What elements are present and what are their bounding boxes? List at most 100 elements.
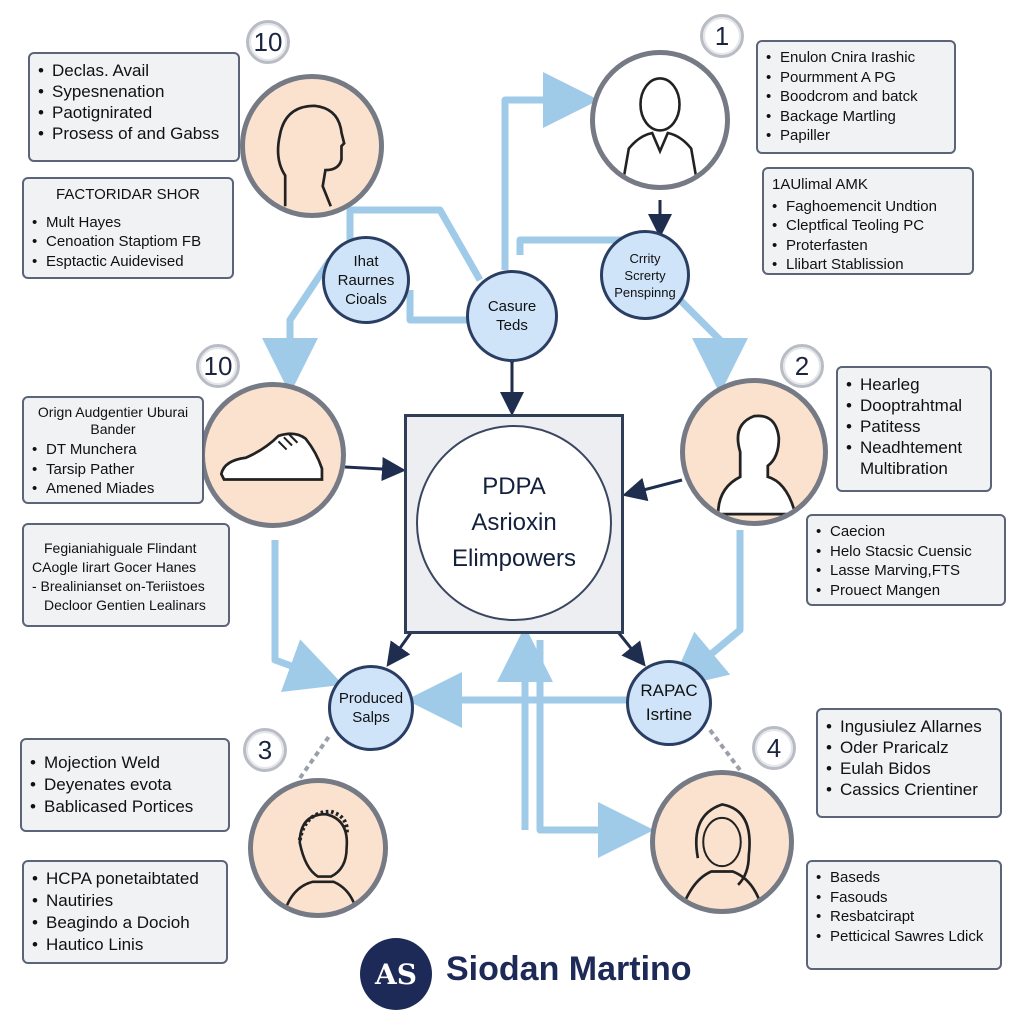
dashed-arrow	[298, 733, 332, 780]
bullet-item: Dooptrahtmal	[846, 395, 982, 416]
hub-label: Casure Teds	[487, 298, 537, 334]
bullet-item: Baseds	[816, 868, 992, 888]
avatar-mid-right	[680, 378, 828, 526]
bullet-item: Proterfasten	[772, 236, 964, 256]
person-suit-icon	[622, 77, 698, 179]
bullet-item: Backage Martling	[766, 107, 946, 127]
bullet-item: Tarsip Pather	[32, 460, 194, 480]
info-box-mid-left-b: Fegianiahiguale Flindant CAogle Iirart G…	[22, 523, 230, 627]
bullet-list: Mojection Weld Deyenates evota Bablicase…	[30, 752, 220, 818]
avatar-top-left	[240, 74, 384, 218]
info-box-top-right-a: Enulon Cnira Irashic Pourmment A PG Bood…	[756, 40, 956, 154]
bullet-list: Hearleg Dooptrahtmal Patitess Neadhtemen…	[846, 374, 982, 479]
bullet-item: Llibart Stablission	[772, 255, 964, 275]
light-arrow	[271, 540, 344, 692]
hub-top-right[interactable]: Crrity Screrty Penspinng	[600, 230, 690, 320]
bullet-item: Resbatcirapt	[816, 907, 992, 927]
hub-bottom-right[interactable]: RAPAC Isrtine	[626, 660, 712, 746]
bullet-item: Amened Miades	[32, 479, 194, 499]
bullet-list: Mult Hayes Cenoation Staptiom FB Esptact…	[32, 213, 224, 272]
avatar-top-right	[590, 50, 730, 190]
bullet-item: Sypesnenation	[38, 81, 230, 102]
light-arrow	[677, 297, 748, 394]
light-arrow	[262, 258, 333, 394]
bullet-item: DT Munchera	[32, 440, 194, 460]
brand-name: Siodan Martino	[446, 950, 692, 988]
box-line: - Brealinianset on-Teriistoes	[32, 578, 205, 594]
bullet-item: Beagindo a Docioh	[32, 912, 218, 934]
info-box-bottom-left-b: HCPA ponetaibtated Nautiries Beagindo a …	[22, 860, 228, 964]
info-box-top-left-b: FACTORIDAR SHOR Mult Hayes Cenoation Sta…	[22, 177, 234, 279]
badge-number: 4	[766, 732, 782, 763]
hub-bottom-left[interactable]: Produced Salps	[328, 665, 414, 751]
bullet-item: Cassics Crientiner	[826, 779, 992, 800]
dark-arrow	[344, 457, 406, 482]
badge-number: 3	[257, 734, 273, 765]
info-box-bottom-right-b: Baseds Fasouds Resbatcirapt Petticical S…	[806, 860, 1002, 970]
info-box-top-left-a: Declas. Avail Sypesnenation Paotignirate…	[28, 52, 240, 162]
hub-label: Ihat Raurnes Cioals	[337, 252, 395, 308]
bullet-item: Boodcrom and batck	[766, 87, 946, 107]
bullet-item: Eulah Bidos	[826, 758, 992, 779]
info-box-mid-left-a: Orign Audgentier Uburai Bander DT Munche…	[22, 396, 204, 504]
bullet-item: Cleptfical Teoling PC	[772, 216, 964, 236]
dashed-arrow	[708, 728, 742, 772]
box-heading: 1AUlimal AMK	[772, 176, 868, 193]
light-arrow	[669, 530, 744, 689]
man-portrait-icon	[282, 809, 359, 913]
badge-number: 1	[714, 20, 730, 51]
step-badge: 10	[196, 344, 240, 388]
bullet-item: Hearleg	[846, 374, 982, 395]
bullet-list: Enulon Cnira Irashic Pourmment A PG Bood…	[766, 48, 946, 146]
light-arrow	[536, 640, 654, 858]
bullet-list: HCPA ponetaibtated Nautiries Beagindo a …	[32, 868, 218, 956]
bullet-item: Ingusiulez Allarnes	[826, 716, 992, 737]
box-heading: FACTORIDAR SHOR	[56, 186, 200, 203]
box-line: CAogle Iirart Gocer Hanes	[32, 559, 197, 575]
person-outline-icon	[716, 414, 798, 516]
light-arrow	[346, 206, 484, 282]
bullet-list: Declas. Avail Sypesnenation Paotignirate…	[38, 60, 230, 144]
light-arrow	[501, 72, 599, 270]
woman-portrait-icon	[680, 803, 764, 909]
bullet-item: Mojection Weld	[30, 752, 220, 774]
bullet-list: Ingusiulez Allarnes Oder Praricalz Eulah…	[826, 716, 992, 800]
bullet-list: Caecion Helo Stacsic Cuensic Lasse Marvi…	[816, 522, 996, 600]
avatar-bottom-left	[248, 778, 388, 918]
badge-number: 10	[203, 350, 233, 381]
hub-top-left[interactable]: Ihat Raurnes Cioals	[322, 236, 410, 324]
center-label: PDPA Asrioxin Elimpowers	[451, 473, 577, 572]
bullet-list: Baseds Fasouds Resbatcirapt Petticical S…	[816, 868, 992, 946]
hub-label: RAPAC Isrtine	[640, 681, 698, 724]
info-box-bottom-left-a: Mojection Weld Deyenates evota Bablicase…	[20, 738, 230, 832]
bullet-item: Cenoation Staptiom FB	[32, 232, 224, 252]
bullet-item: Nautiries	[32, 890, 218, 912]
bullet-item: Papiller	[766, 126, 946, 146]
bullet-item: Paotignirated	[38, 102, 230, 123]
bullet-list: DT Munchera Tarsip Pather Amened Miades	[32, 440, 194, 499]
dark-arrow	[622, 477, 683, 502]
badge-number: 10	[253, 26, 283, 57]
avatar-bottom-right	[650, 770, 794, 914]
bullet-item: Esptactic Auidevised	[32, 252, 224, 272]
info-box-mid-right-a: Hearleg Dooptrahtmal Patitess Neadhtemen…	[836, 366, 992, 492]
info-box-mid-right-b: Caecion Helo Stacsic Cuensic Lasse Marvi…	[806, 514, 1006, 606]
bullet-item: Enulon Cnira Irashic	[766, 48, 946, 68]
box-heading: Orign Audgentier Uburai Bander	[37, 404, 189, 437]
box-line: Fegianiahiguale Flindant	[44, 540, 197, 556]
step-badge: 10	[246, 20, 290, 64]
bullet-item: Prosess of and Gabss	[38, 123, 230, 144]
bullet-item: Prouect Mangen	[816, 581, 996, 601]
badge-number: 2	[794, 350, 810, 381]
hub-top-center[interactable]: Casure Teds	[466, 270, 558, 362]
bullet-item: Bablicased Portices	[30, 796, 220, 818]
hub-label: Crrity Screrty Penspinng	[614, 250, 676, 300]
step-badge: 2	[780, 344, 824, 388]
bullet-item: Deyenates evota	[30, 774, 220, 796]
bullet-list: Faghoemencit Undtion Cleptfical Teoling …	[772, 197, 964, 275]
box-line: Decloor Gentien Lealinars	[44, 597, 206, 613]
bullet-item: Caecion	[816, 522, 996, 542]
bullet-item: Petticical Sawres Ldick	[816, 927, 990, 947]
